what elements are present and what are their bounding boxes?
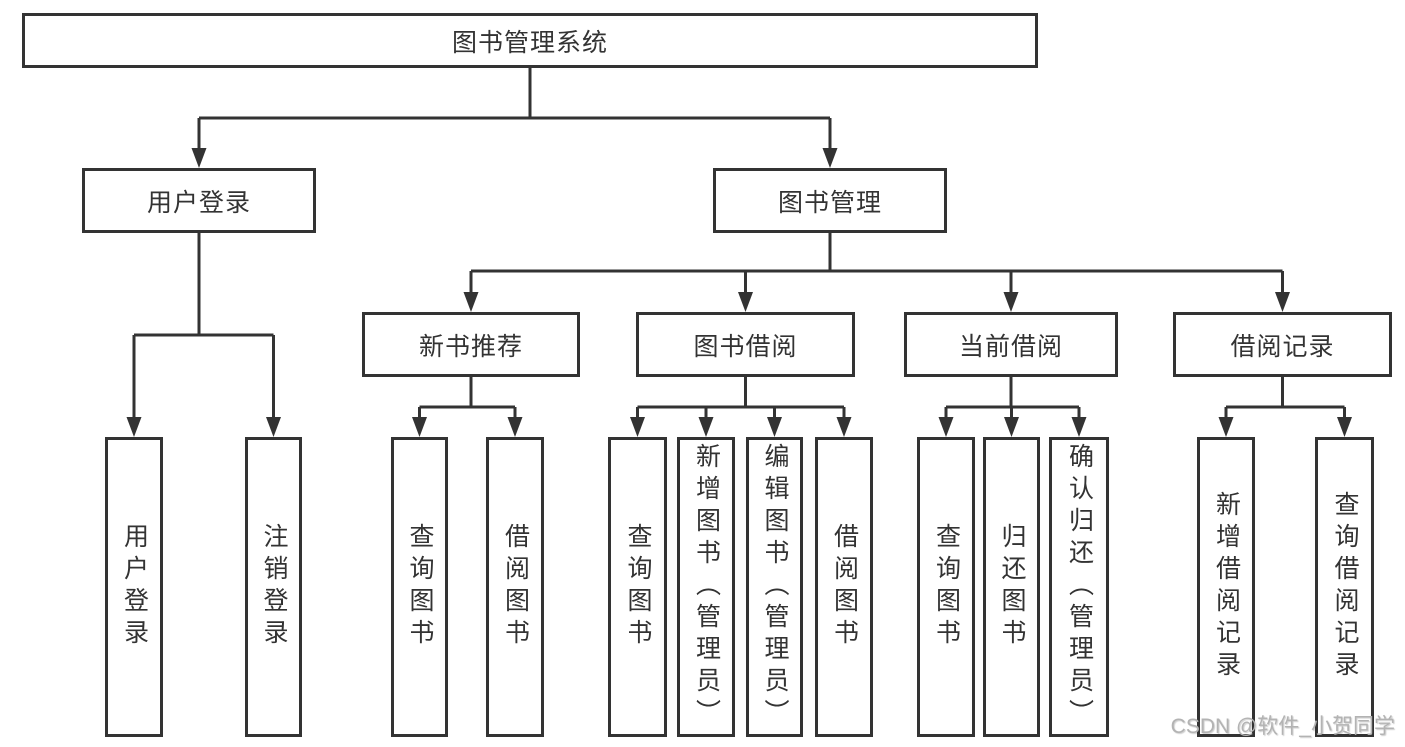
node-new-book-recommend-label: 新书推荐 <box>418 332 523 361</box>
leaf-nbr-query-books-label: 查询图书 <box>406 523 434 651</box>
leaf-nbr-borrow-books: 借阅图书 <box>486 437 544 737</box>
leaf-logout: 注销登录 <box>245 437 302 737</box>
node-root-library-system: 图书管理系统 <box>22 13 1038 68</box>
leaf-cb-return-books-label: 归还图书 <box>998 523 1026 651</box>
leaf-bb-borrow-books: 借阅图书 <box>815 437 873 737</box>
node-user-login: 用户登录 <box>82 168 316 233</box>
leaf-br-query-record: 查询借阅记录 <box>1315 437 1374 737</box>
leaf-bb-edit-books-admin-label: 编辑图书（管理员） <box>761 443 789 731</box>
leaf-cb-query-books-label: 查询图书 <box>932 523 961 651</box>
leaf-br-add-record-label: 新增借阅记录 <box>1212 491 1241 683</box>
connector-book-management-to-level3 <box>463 233 1290 312</box>
node-book-management: 图书管理 <box>713 168 947 233</box>
node-book-borrow: 图书借阅 <box>636 312 855 377</box>
connector-new-book-recommend-subtree <box>412 377 523 437</box>
leaf-user-login-label: 用户登录 <box>120 523 149 651</box>
leaf-bb-borrow-books-label: 借阅图书 <box>830 523 859 651</box>
node-book-management-label: 图书管理 <box>777 188 882 217</box>
leaf-bb-add-books-admin-label: 新增图书（管理员） <box>692 443 721 731</box>
node-book-borrow-label: 图书借阅 <box>693 332 798 361</box>
leaf-bb-query-books: 查询图书 <box>608 437 667 737</box>
connector-user-login-subtree <box>126 233 281 437</box>
node-root-label: 图书管理系统 <box>451 28 608 57</box>
leaf-bb-query-books-label: 查询图书 <box>624 523 652 651</box>
node-borrow-records-label: 借阅记录 <box>1230 332 1335 361</box>
node-current-borrow-label: 当前借阅 <box>958 332 1063 361</box>
leaf-cb-confirm-return-admin: 确认归还（管理员） <box>1049 437 1109 737</box>
leaf-nbr-borrow-books-label: 借阅图书 <box>501 523 530 651</box>
leaf-cb-return-books: 归还图书 <box>983 437 1040 737</box>
csdn-watermark: CSDN @软件_小贺同学 <box>1170 715 1395 738</box>
connector-book-borrow-subtree <box>630 377 852 437</box>
leaf-user-login: 用户登录 <box>105 437 163 737</box>
leaf-br-add-record: 新增借阅记录 <box>1197 437 1255 737</box>
leaf-bb-edit-books-admin: 编辑图书（管理员） <box>746 437 803 737</box>
leaf-cb-query-books: 查询图书 <box>917 437 975 737</box>
node-new-book-recommend: 新书推荐 <box>362 312 580 377</box>
node-current-borrow: 当前借阅 <box>904 312 1118 377</box>
connector-root-to-level2 <box>191 68 838 168</box>
connector-borrow-records-subtree <box>1218 377 1352 437</box>
leaf-br-query-record-label: 查询借阅记录 <box>1331 491 1359 683</box>
connector-current-borrow-subtree <box>938 377 1087 437</box>
leaf-bb-add-books-admin: 新增图书（管理员） <box>677 437 735 737</box>
node-borrow-records: 借阅记录 <box>1173 312 1392 377</box>
leaf-logout-label: 注销登录 <box>260 523 288 651</box>
leaf-cb-confirm-return-admin-label: 确认归还（管理员） <box>1065 443 1094 731</box>
leaf-nbr-query-books: 查询图书 <box>391 437 448 737</box>
node-user-login-label: 用户登录 <box>146 188 251 217</box>
